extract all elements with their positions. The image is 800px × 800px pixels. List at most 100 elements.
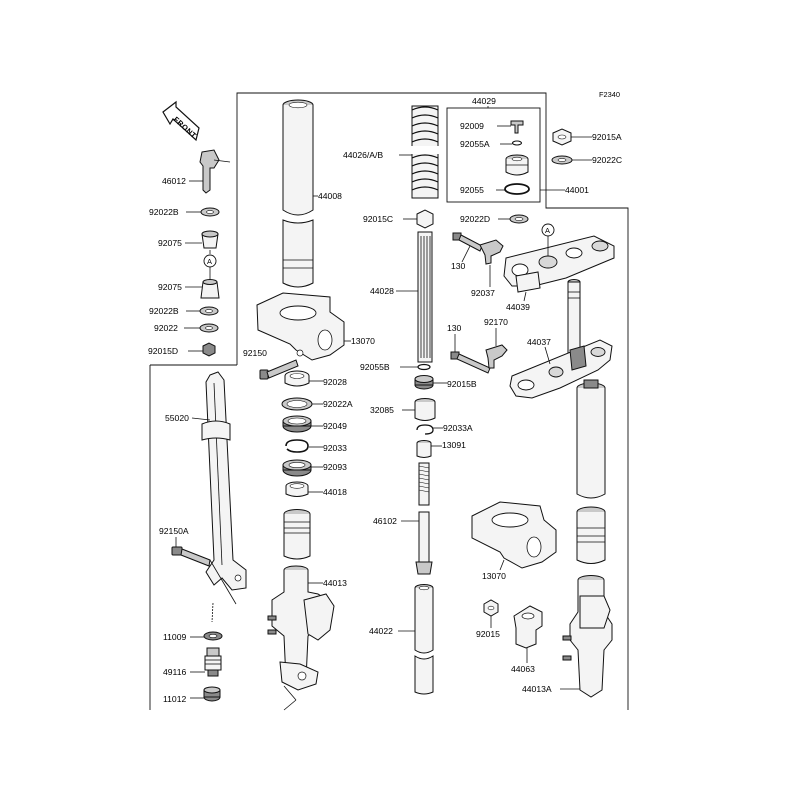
part-49116: 49116 bbox=[163, 647, 222, 677]
part-11009: 11009 bbox=[163, 631, 223, 642]
part-11012: 11012 bbox=[163, 686, 221, 704]
label-92049: 92049 bbox=[323, 421, 347, 431]
part-44008: 44008 bbox=[282, 99, 342, 288]
label-92015C: 92015C bbox=[363, 214, 393, 224]
part-13091: 13091 bbox=[416, 440, 466, 458]
part-92093: 92093 bbox=[282, 459, 347, 477]
part-44037-lower-clamp: 44037 bbox=[509, 337, 613, 399]
label-44018: 44018 bbox=[323, 487, 347, 497]
label-46012: 46012 bbox=[162, 176, 186, 186]
label-92075: 92075 bbox=[158, 238, 182, 248]
label-92055B: 92055B bbox=[360, 362, 390, 372]
label-44026: 44026/A/B bbox=[343, 150, 383, 160]
part-92075-top: 92075 bbox=[158, 230, 219, 249]
part-92150A: 92150A bbox=[159, 526, 237, 605]
part-92055A: 92055A bbox=[460, 139, 523, 149]
part-92037: 92037 bbox=[471, 239, 504, 298]
ref-marker-label: A bbox=[207, 257, 212, 266]
part-92150: 92150 bbox=[243, 348, 299, 380]
label-92015B: 92015B bbox=[447, 379, 477, 389]
part-92055: 92055 bbox=[460, 183, 530, 195]
part-92022B-bottom: 92022B bbox=[149, 306, 219, 316]
label-92015A: 92015A bbox=[592, 132, 622, 142]
front-arrow-icon: FRONT bbox=[162, 100, 200, 142]
part-130-upper: 130 bbox=[451, 232, 483, 271]
label-44028: 44028 bbox=[370, 286, 394, 296]
label-92075-b: 92075 bbox=[158, 282, 182, 292]
ref-marker-a-left: A bbox=[203, 250, 217, 279]
ref-marker-label-right: A bbox=[545, 226, 550, 235]
label-92022: 92022 bbox=[154, 323, 178, 333]
label-92150: 92150 bbox=[243, 348, 267, 358]
part-right-inner-tube bbox=[576, 379, 606, 499]
label-130: 130 bbox=[451, 261, 466, 271]
part-92009: 92009 bbox=[460, 120, 524, 134]
part-44039-upper-clamp: 44039 bbox=[503, 235, 615, 312]
label-13070: 13070 bbox=[351, 336, 375, 346]
label-44039: 44039 bbox=[506, 302, 530, 312]
part-44022: 44022 bbox=[369, 584, 434, 695]
label-92150A: 92150A bbox=[159, 526, 189, 536]
part-92022: 92022 bbox=[154, 323, 219, 333]
part-92033A: 92033A bbox=[416, 423, 473, 435]
label-13091: 13091 bbox=[442, 440, 466, 450]
label-44008: 44008 bbox=[318, 191, 342, 201]
part-13070-left: 13070 bbox=[256, 292, 375, 361]
part-44026-spring: 44026/A/B bbox=[343, 105, 440, 199]
label-92015D: 92015D bbox=[148, 346, 178, 356]
ref-marker-a-right: A bbox=[541, 223, 555, 256]
part-46012: 46012 bbox=[162, 149, 231, 194]
label-32085: 32085 bbox=[370, 405, 394, 415]
label-49116: 49116 bbox=[163, 667, 186, 677]
part-92033: 92033 bbox=[285, 439, 347, 453]
part-44013-outer-tube: 44013 bbox=[267, 509, 347, 711]
part-92049: 92049 bbox=[282, 415, 347, 433]
label-55020: 55020 bbox=[165, 413, 189, 423]
part-44029-cap bbox=[505, 154, 529, 176]
part-46102: 46102 bbox=[373, 462, 433, 575]
part-32085: 32085 bbox=[370, 398, 436, 421]
label-92055: 92055 bbox=[460, 185, 484, 195]
label-44001: 44001 bbox=[565, 185, 589, 195]
part-92022C: 92022C bbox=[551, 155, 622, 165]
label-44029: 44029 bbox=[472, 96, 496, 106]
part-92022A: 92022A bbox=[281, 397, 353, 411]
part-92170: 92170 bbox=[484, 317, 508, 369]
label-13070-b: 13070 bbox=[482, 571, 506, 581]
part-44028-damper-rod: 44028 bbox=[370, 231, 433, 363]
label-44013A: 44013A bbox=[522, 684, 552, 694]
part-130-lower: 130 bbox=[447, 323, 491, 374]
part-44018: 44018 bbox=[285, 481, 347, 497]
label-92022D: 92022D bbox=[460, 214, 490, 224]
label-44022: 44022 bbox=[369, 626, 393, 636]
part-92015: 92015 bbox=[476, 599, 500, 639]
label-92033: 92033 bbox=[323, 443, 347, 453]
part-44013A-outer-tube: 44013A bbox=[522, 506, 613, 698]
label-92093: 92093 bbox=[323, 462, 347, 472]
label-92028: 92028 bbox=[323, 377, 347, 387]
label-44013: 44013 bbox=[323, 578, 347, 588]
part-steering-stem bbox=[567, 279, 581, 355]
label-11009: 11009 bbox=[163, 632, 186, 642]
part-13070-right: 13070 bbox=[471, 501, 557, 581]
part-55020: 55020 bbox=[165, 371, 247, 591]
label-11012: 11012 bbox=[163, 694, 186, 704]
part-92015A: 92015A bbox=[552, 128, 622, 146]
part-44063: 44063 bbox=[511, 605, 543, 674]
label-92037: 92037 bbox=[471, 288, 495, 298]
part-92055B: 92055B bbox=[360, 362, 431, 372]
label-130-b: 130 bbox=[447, 323, 462, 333]
label-44037: 44037 bbox=[527, 337, 551, 347]
part-92028: 92028 bbox=[284, 370, 347, 387]
label-46102: 46102 bbox=[373, 516, 397, 526]
label-92170: 92170 bbox=[484, 317, 508, 327]
part-92015C: 92015C bbox=[363, 209, 434, 229]
figure-code: F2340 bbox=[599, 90, 620, 99]
label-92022A: 92022A bbox=[323, 399, 353, 409]
part-92075-bottom: 92075 bbox=[158, 279, 220, 299]
assembly-frame bbox=[149, 92, 629, 710]
part-92022B-top: 92022B bbox=[149, 207, 220, 217]
part-92022D: 92022D bbox=[460, 214, 529, 224]
